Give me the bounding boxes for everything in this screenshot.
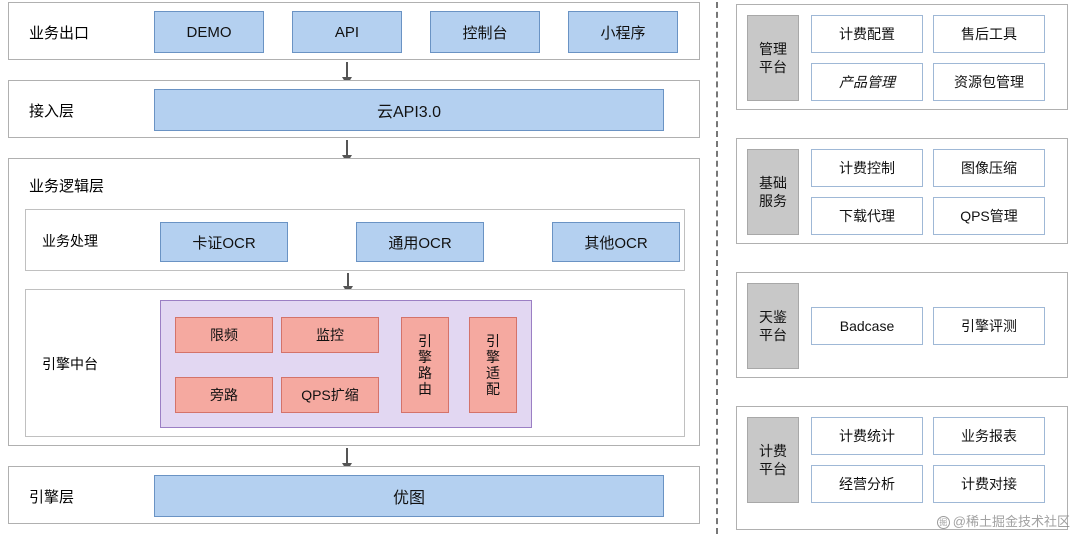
arrow-access-to-logic [342, 140, 352, 163]
engine-item-engine-routing[interactable]: 引擎路由 [401, 317, 449, 413]
cell-download-proxy[interactable]: 下载代理 [811, 197, 923, 235]
process-item-other-ocr[interactable]: 其他OCR [552, 222, 680, 262]
inner-box-engine-middle-platform: 引擎中台 限频 监控 旁路 QPS扩缩 引擎路由 引擎适配 [25, 289, 685, 437]
cell-billing-config[interactable]: 计费配置 [811, 15, 923, 53]
cell-badcase[interactable]: Badcase [811, 307, 923, 345]
group-basic-service: 基础服务 计费控制 图像压缩 下载代理 QPS管理 [736, 138, 1068, 244]
exit-item-miniprogram[interactable]: 小程序 [568, 11, 678, 53]
cell-billing-control[interactable]: 计费控制 [811, 149, 923, 187]
engine-item-bypass[interactable]: 旁路 [175, 377, 273, 413]
engine-routing-label: 引擎路由 [418, 332, 432, 398]
exit-item-console[interactable]: 控制台 [430, 11, 540, 53]
arrow-logic-to-engine [342, 448, 352, 471]
engine-item-qps-scaling[interactable]: QPS扩缩 [281, 377, 379, 413]
cell-product-management[interactable]: 产品管理 [811, 63, 923, 101]
engine-item-rate-limit[interactable]: 限频 [175, 317, 273, 353]
right-platform-column: 管理平台 计费配置 售后工具 产品管理 资源包管理 基础服务 计费控制 图像压缩… [736, 0, 1076, 536]
left-architecture-column: 业务出口 DEMO API 控制台 小程序 接入层 云API3.0 业务逻辑层 … [8, 0, 700, 536]
group-label-management-platform-text: 管理平台 [758, 40, 787, 75]
cell-business-report[interactable]: 业务报表 [933, 417, 1045, 455]
engine-item-engine-adaptation[interactable]: 引擎适配 [469, 317, 517, 413]
group-tianjian-platform: 天鉴平台 Badcase 引擎评测 [736, 272, 1068, 378]
band-label-business-logic: 业务逻辑层 [29, 178, 105, 195]
arrow-exit-to-access [342, 62, 352, 85]
group-label-billing-platform: 计费平台 [747, 417, 799, 503]
watermark: 掘@稀土掘金技术社区 [936, 511, 1070, 530]
arrow-process-to-engine-mid [343, 273, 353, 294]
cell-resource-package-management[interactable]: 资源包管理 [933, 63, 1045, 101]
process-item-card-ocr[interactable]: 卡证OCR [160, 222, 288, 262]
process-item-general-ocr[interactable]: 通用OCR [356, 222, 484, 262]
watermark-logo-icon: 掘 [936, 516, 950, 529]
engine-item-youtu[interactable]: 优图 [154, 475, 664, 517]
group-label-basic-service-text: 基础服务 [758, 174, 787, 209]
cell-after-sales-tool[interactable]: 售后工具 [933, 15, 1045, 53]
label-business-process: 业务处理 [42, 233, 98, 249]
band-label-business-exit: 业务出口 [29, 25, 90, 42]
band-label-access-layer: 接入层 [29, 103, 75, 120]
engine-item-monitor[interactable]: 监控 [281, 317, 379, 353]
band-business-logic-layer: 业务逻辑层 业务处理 卡证OCR 通用OCR 其他OCR 引擎中台 限频 监控 … [8, 158, 700, 446]
group-label-billing-platform-text: 计费平台 [758, 442, 787, 477]
cell-image-compression[interactable]: 图像压缩 [933, 149, 1045, 187]
band-business-exit: 业务出口 DEMO API 控制台 小程序 [8, 2, 700, 60]
group-label-tianjian-platform-text: 天鉴平台 [758, 308, 787, 343]
cell-engine-evaluation[interactable]: 引擎评测 [933, 307, 1045, 345]
group-management-platform: 管理平台 计费配置 售后工具 产品管理 资源包管理 [736, 4, 1068, 110]
group-billing-platform: 计费平台 计费统计 业务报表 经营分析 计费对接 [736, 406, 1068, 530]
inner-box-business-process: 业务处理 卡证OCR 通用OCR 其他OCR [25, 209, 685, 271]
engine-middle-purple-area: 限频 监控 旁路 QPS扩缩 引擎路由 引擎适配 [160, 300, 532, 428]
access-item-cloud-api[interactable]: 云API3.0 [154, 89, 664, 131]
vertical-dashed-divider [716, 2, 718, 534]
band-engine-layer: 引擎层 优图 [8, 466, 700, 524]
exit-item-api[interactable]: API [292, 11, 402, 53]
exit-item-demo[interactable]: DEMO [154, 11, 264, 53]
watermark-text: @稀土掘金技术社区 [952, 514, 1070, 529]
cell-billing-docking[interactable]: 计费对接 [933, 465, 1045, 503]
cell-operation-analysis[interactable]: 经营分析 [811, 465, 923, 503]
band-label-engine-layer: 引擎层 [29, 489, 75, 506]
group-label-management-platform: 管理平台 [747, 15, 799, 101]
group-label-tianjian-platform: 天鉴平台 [747, 283, 799, 369]
label-engine-middle-platform: 引擎中台 [42, 356, 98, 372]
engine-adaptation-label: 引擎适配 [486, 332, 500, 398]
cell-qps-management[interactable]: QPS管理 [933, 197, 1045, 235]
band-access-layer: 接入层 云API3.0 [8, 80, 700, 138]
group-label-basic-service: 基础服务 [747, 149, 799, 235]
cell-billing-statistics[interactable]: 计费统计 [811, 417, 923, 455]
